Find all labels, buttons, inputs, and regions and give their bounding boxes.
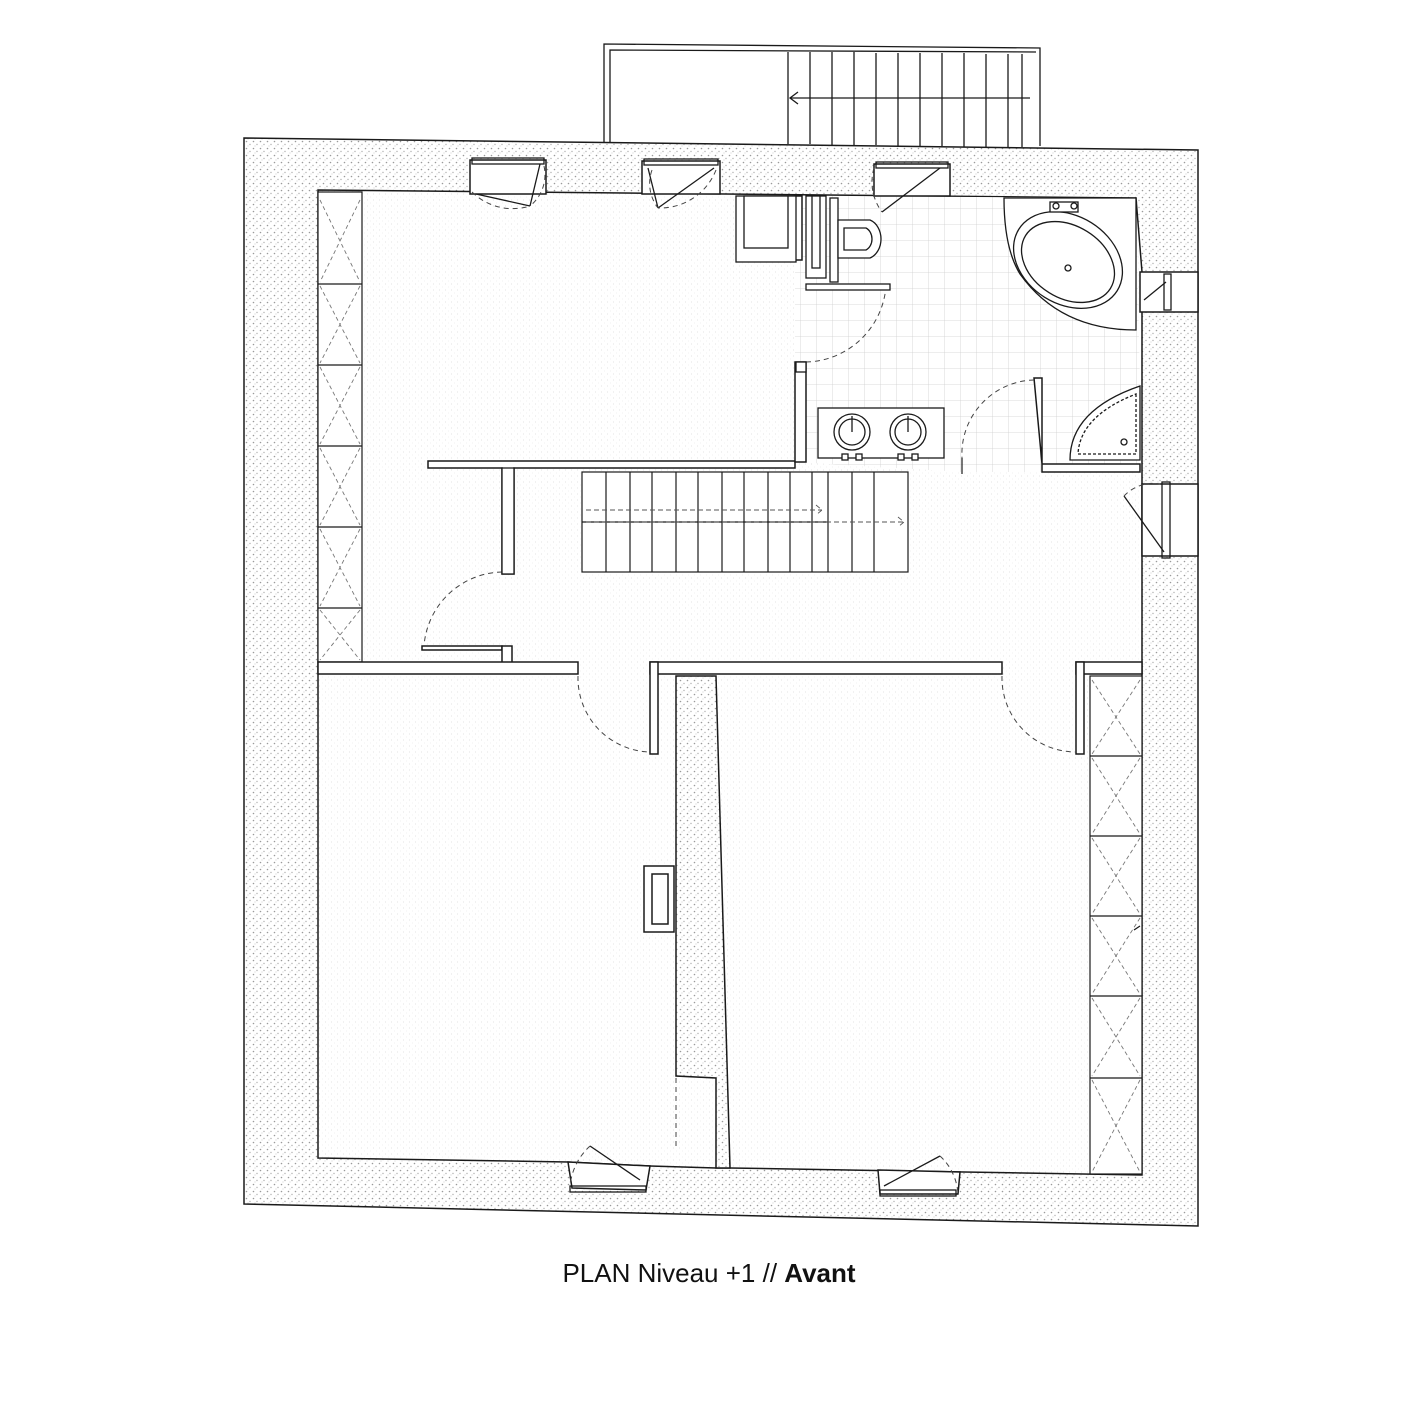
exterior-staircase bbox=[603, 43, 1041, 147]
bottom-window-sashes bbox=[569, 1145, 957, 1197]
caption-prefix: PLAN Niveau +1 // bbox=[562, 1258, 785, 1288]
bath-door bbox=[961, 458, 1141, 931]
washing-machine bbox=[735, 195, 827, 279]
floor-plan bbox=[243, 43, 1199, 1227]
top-window-sashes bbox=[471, 157, 949, 213]
plan-caption: PLAN Niveau +1 // Avant bbox=[0, 1258, 1418, 1289]
right-window-sashes bbox=[1123, 273, 1172, 559]
bathtub bbox=[1003, 197, 1137, 331]
top-windows bbox=[469, 159, 951, 197]
right-wardrobe bbox=[1089, 675, 1143, 1175]
toilet bbox=[829, 197, 882, 283]
shower bbox=[1069, 385, 1141, 461]
interior-partitions bbox=[317, 195, 1143, 1169]
left-wardrobe bbox=[317, 191, 363, 663]
double-sink bbox=[817, 407, 945, 461]
door-leaves bbox=[501, 283, 891, 575]
interior-staircase bbox=[581, 471, 909, 573]
door-swings bbox=[423, 165, 1161, 1195]
caption-emphasis: Avant bbox=[784, 1258, 856, 1288]
